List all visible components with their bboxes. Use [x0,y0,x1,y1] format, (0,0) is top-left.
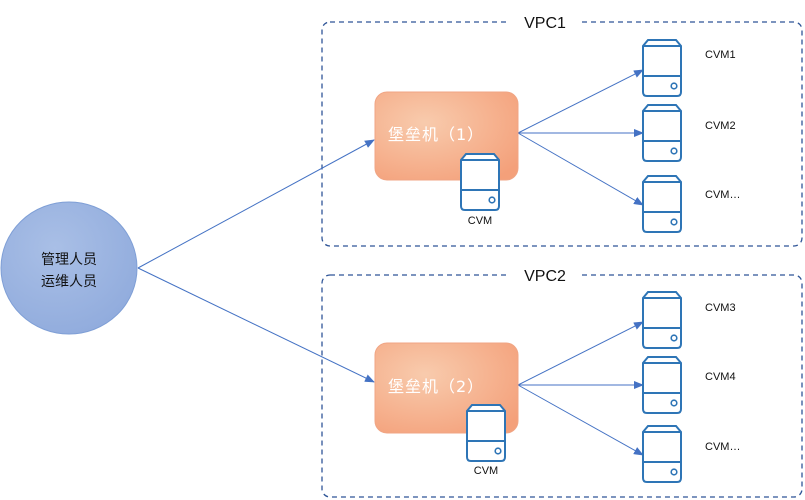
bastion1-to-cvm1-arrow [517,69,644,134]
server-label: CVM4 [705,371,736,383]
server-label: CVM… [705,441,740,453]
server-icon [466,404,506,462]
vpc1-title: VPC1 [524,15,566,32]
vpc1-server-list: CVM1 CVM2 CVM… [642,39,740,233]
admin-label-line2: 运维人员 [41,274,97,290]
vpc1-container: VPC1 [321,12,803,247]
bastion2-node: 堡垒机（2） CVM [374,342,519,477]
bastion1-cvm-label: CVM [468,215,492,227]
server-label: CVM2 [705,120,736,132]
server-label: CVM3 [705,302,736,314]
bastion1-node: 堡垒机（1） CVM [374,91,519,227]
server-node: CVM2 [642,104,736,162]
server-node: CVM… [642,425,740,483]
bastion2-cvm-label: CVM [474,465,498,477]
bastion1-label: 堡垒机（1） [388,125,484,144]
admin-label-line1: 管理人员 [41,252,97,268]
bastion2-label: 堡垒机（2） [388,377,484,396]
admin-to-bastion2-arrow [137,267,375,383]
server-icon [642,39,682,97]
server-icon [460,153,500,211]
bastion1-to-cvm-more-arrow [517,132,644,206]
connectors [137,69,644,456]
server-icon [642,104,682,162]
server-node: CVM3 [642,291,736,349]
admin-to-bastion1-arrow [137,139,375,269]
server-node: CVM… [642,175,740,233]
vpc2-container: VPC2 [321,265,803,498]
vpc2-title: VPC2 [524,268,566,285]
server-node: CVM1 [642,39,736,97]
server-icon [642,356,682,414]
bastion2-to-cvm3-arrow [517,321,644,386]
admin-node: 管理人员 运维人员 [0,201,138,335]
server-icon [642,291,682,349]
server-label: CVM1 [705,49,736,61]
server-label: CVM… [705,189,740,201]
server-icon [642,175,682,233]
server-icon [642,425,682,483]
vpc2-server-list: CVM3 CVM4 CVM… [642,291,740,483]
server-node: CVM4 [642,356,736,414]
bastion2-to-cvm-more-arrow [517,384,644,456]
